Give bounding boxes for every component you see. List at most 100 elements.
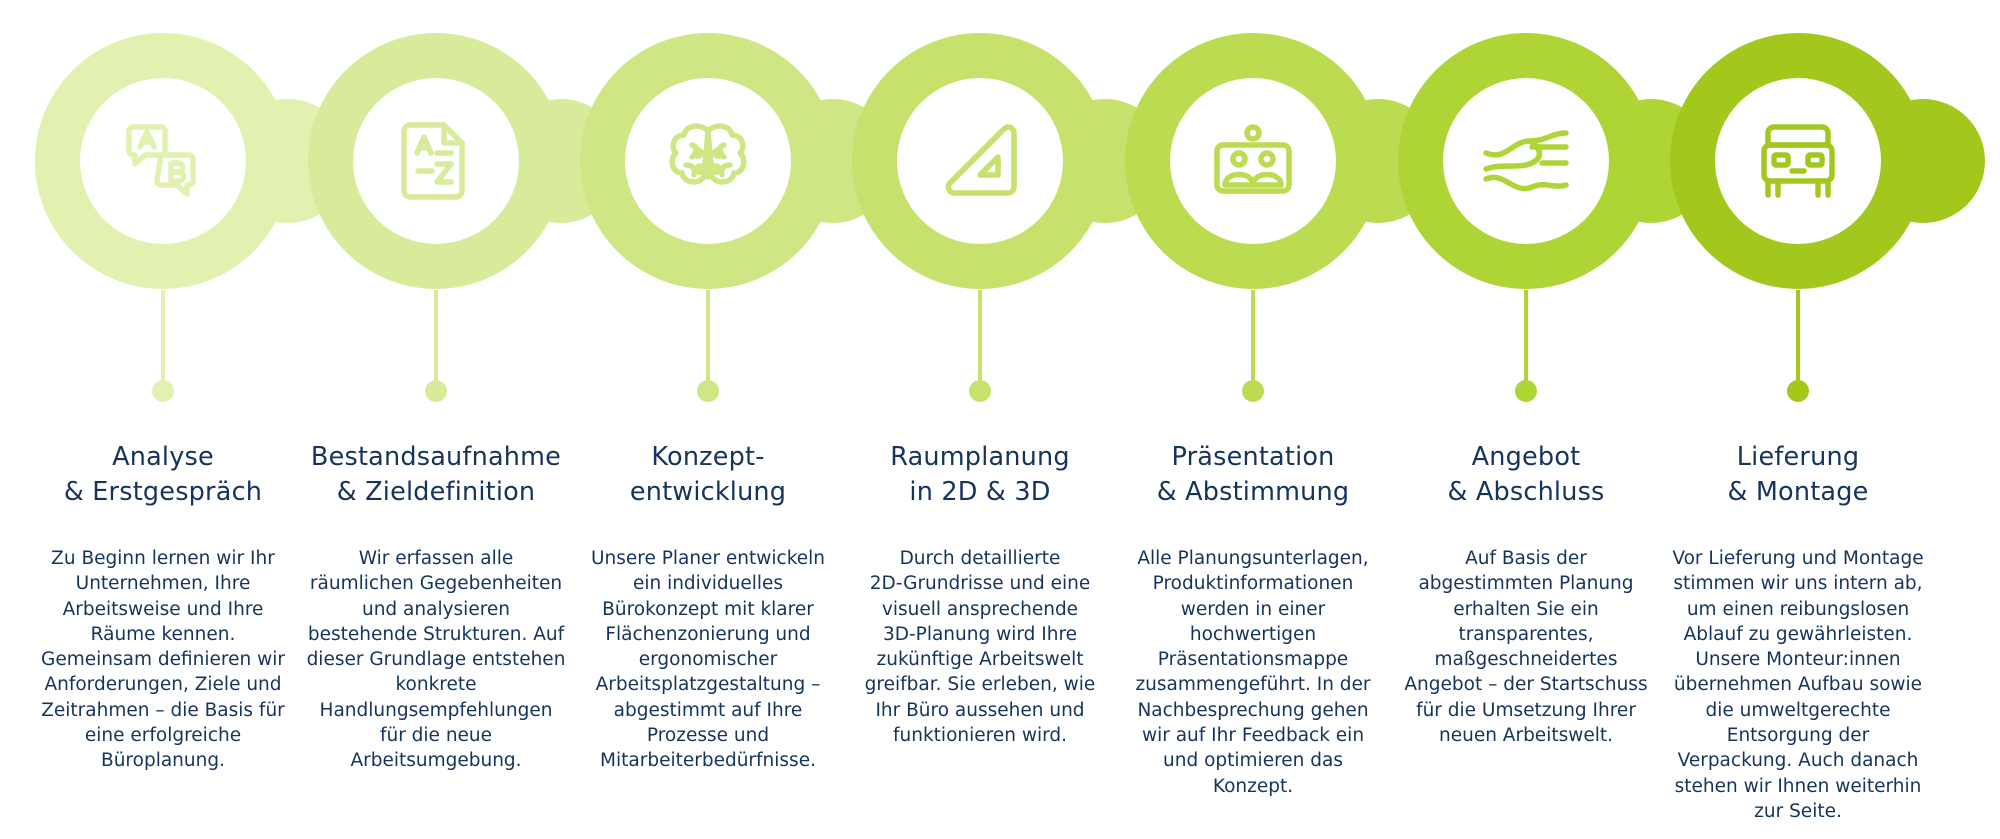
set-square-icon bbox=[945, 124, 1017, 196]
bubble-center-6 bbox=[1443, 78, 1609, 244]
presentation-people-icon bbox=[1214, 124, 1292, 194]
step-description-line: Flächenzonierung und bbox=[605, 623, 811, 645]
step-description-line: abgestimmten Planung bbox=[1418, 573, 1634, 595]
document-az-icon bbox=[401, 122, 465, 200]
bubble-center-2 bbox=[353, 78, 519, 244]
van-front-icon bbox=[1761, 124, 1835, 198]
step-connector-3 bbox=[697, 290, 719, 402]
step-description-line: Mitarbeiterbedürfnisse. bbox=[600, 750, 816, 772]
step-connector-7 bbox=[1787, 290, 1809, 402]
step-description-line: Arbeitsplatzgestaltung – bbox=[595, 674, 821, 696]
step-description-line: räumlichen Gegebenheiten bbox=[309, 573, 563, 595]
step-description-line: Auf Basis der bbox=[1465, 548, 1587, 569]
step-description-line: dieser Grundlage entstehen bbox=[306, 649, 566, 671]
step-title-7: Lieferung & Montage bbox=[1653, 440, 1943, 510]
step-description-line: 3D-Planung wird Ihre bbox=[882, 623, 1078, 645]
step-title-4: Raumplanung in 2D & 3D bbox=[835, 440, 1125, 510]
step-description-line: eine erfolgreiche bbox=[84, 725, 242, 747]
step-description-line: ein individuelles bbox=[632, 573, 784, 595]
step-title-line: Konzept- bbox=[651, 442, 765, 472]
step-description-line: Arbeitsweise und Ihre bbox=[62, 598, 264, 620]
bubble-center-5 bbox=[1170, 78, 1336, 244]
step-description-line: wir auf Ihr Feedback ein bbox=[1141, 725, 1365, 747]
brain-icon bbox=[669, 123, 747, 185]
step-title-line: Präsentation bbox=[1171, 442, 1335, 472]
step-description-line: bestehende Strukturen. Auf bbox=[307, 623, 565, 645]
step-title-line: Raumplanung bbox=[890, 442, 1070, 472]
step-description-line: ergonomischer bbox=[638, 649, 778, 671]
step-connector-4 bbox=[969, 290, 991, 402]
connector-dot-6 bbox=[1515, 380, 1537, 402]
step-description-line: und analysieren bbox=[361, 598, 511, 620]
step-description-2: Wir erfassen alle räumlichen Gegebenheite… bbox=[306, 546, 566, 774]
step-description-line: Bürokonzept mit klarer bbox=[602, 598, 814, 620]
step-description-line: Prozesse und bbox=[646, 725, 770, 747]
step-description-line: zur Seite. bbox=[1754, 800, 1842, 822]
connector-dot-7 bbox=[1787, 380, 1809, 402]
step-description-line: die umweltgerechte bbox=[1705, 699, 1891, 721]
connector-dot-3 bbox=[697, 380, 719, 402]
step-title-line: entwicklung bbox=[629, 477, 787, 507]
step-description-line: um einen reibungslosen bbox=[1686, 598, 1910, 620]
step-description-line: Alle Planungsunterlagen, bbox=[1137, 548, 1369, 569]
step-description-line: abgestimmt auf Ihre bbox=[613, 699, 803, 721]
step-description-line: Vor Lieferung und Montage bbox=[1672, 548, 1924, 569]
connector-dot-4 bbox=[969, 380, 991, 402]
step-title-line: Lieferung bbox=[1736, 442, 1860, 472]
step-description-line: Unsere Monteur:innen bbox=[1695, 649, 1901, 671]
step-description-line: erhalten Sie ein bbox=[1453, 598, 1599, 620]
connector-dot-1 bbox=[152, 380, 174, 402]
step-bubble-5 bbox=[1125, 33, 1440, 289]
step-description-line: funktionieren wird. bbox=[893, 725, 1067, 747]
bubble-center-1 bbox=[80, 78, 246, 244]
step-description-line: transparentes, bbox=[1458, 623, 1594, 645]
step-description-line: Durch detaillierte bbox=[899, 548, 1061, 569]
step-title-line: & Montage bbox=[1727, 477, 1869, 507]
step-title-line: Angebot bbox=[1471, 442, 1581, 472]
step-description-line: Wir erfassen alle bbox=[358, 548, 514, 569]
step-description-line: maßgeschneidertes bbox=[1434, 649, 1618, 671]
step-description-line: Ablauf zu gewährleisten. bbox=[1683, 623, 1913, 645]
connector-dot-2 bbox=[425, 380, 447, 402]
step-connector-1 bbox=[152, 290, 174, 402]
step-title-line: & Zieldefinition bbox=[336, 477, 536, 507]
step-description-line: Angebot – der Startschuss bbox=[1404, 674, 1648, 696]
step-description-line: Zeitrahmen – die Basis für bbox=[41, 699, 285, 721]
step-description-line: zukünftige Arbeitswelt bbox=[876, 649, 1084, 671]
step-description-line: Zu Beginn lernen wir Ihr bbox=[51, 548, 275, 569]
step-description-line: Gemeinsam definieren wir bbox=[41, 649, 285, 671]
step-description-line: Entsorgung der bbox=[1726, 725, 1870, 747]
bubble-center-7 bbox=[1715, 78, 1881, 244]
step-title-line: & Abstimmung bbox=[1156, 477, 1350, 507]
step-description-line: Handlungsempfehlungen bbox=[319, 699, 553, 721]
step-title-1: Analyse& Erstgespräch bbox=[18, 440, 308, 510]
step-description-line: Ihr Büro aussehen und bbox=[875, 699, 1085, 721]
bubble-center-4 bbox=[897, 78, 1063, 244]
step-title-line: Bestandsaufnahme bbox=[310, 442, 562, 472]
step-description-line: hochwertigen bbox=[1189, 623, 1317, 645]
connector-dot-5 bbox=[1242, 380, 1264, 402]
step-bubble-4 bbox=[852, 33, 1167, 289]
step-title-line: in 2D & 3D bbox=[909, 477, 1051, 507]
step-description-line: neuen Arbeitswelt. bbox=[1438, 725, 1614, 747]
step-description-line: Räume kennen. bbox=[90, 623, 236, 645]
chat-ab-icon bbox=[126, 124, 196, 197]
step-title-5: Präsentation & Abstimmung bbox=[1108, 440, 1398, 510]
step-description-line: Nachbesprechung gehen bbox=[1137, 699, 1369, 721]
step-description-line: und optimieren das bbox=[1163, 750, 1343, 772]
step-title-line: Analyse bbox=[112, 442, 214, 472]
step-bubble-7 bbox=[1670, 33, 1985, 289]
step-title-3: Konzept-entwicklung bbox=[563, 440, 853, 510]
step-description-line: Anforderungen, Ziele und bbox=[44, 674, 282, 696]
step-description-line: konkrete bbox=[395, 674, 477, 696]
step-connector-2 bbox=[425, 290, 447, 402]
step-description-line: Arbeitsumgebung. bbox=[350, 750, 522, 772]
step-description-line: Konzept. bbox=[1212, 775, 1294, 797]
step-description-line: werden in einer bbox=[1180, 598, 1326, 620]
step-connector-5 bbox=[1242, 290, 1264, 402]
step-title-2: Bestandsaufnahme & Zieldefinition bbox=[291, 440, 581, 510]
